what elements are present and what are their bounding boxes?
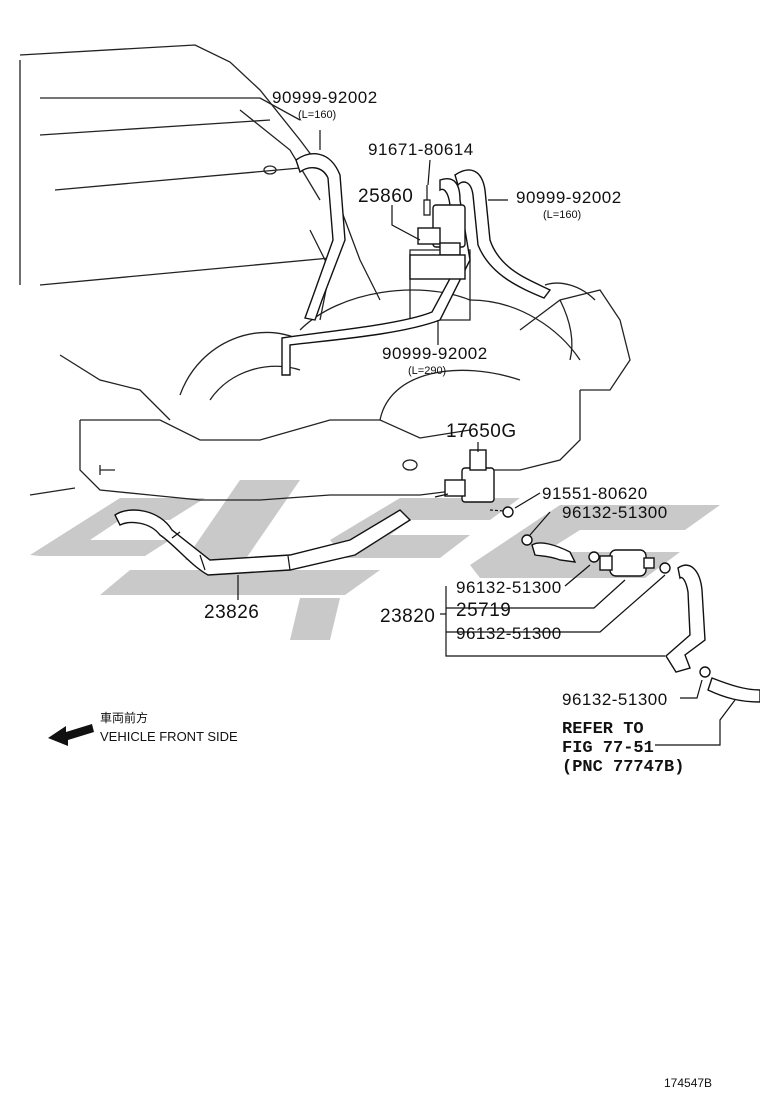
filter-25719 [609, 549, 647, 577]
upper-hoses [281, 153, 552, 376]
label-hose-top-right-length: (L=160) [543, 209, 581, 221]
label-hose-top-left: 90999-92002 [272, 88, 378, 107]
label-filter: 25719 [456, 600, 511, 621]
hose-23820 [521, 534, 760, 703]
label-vsv-top: 25860 [358, 186, 413, 207]
label-hose-mid: 90999-92002 [382, 344, 488, 363]
direction-label-jp: 車両前方 [100, 710, 148, 725]
label-bolt-top: 91671-80614 [368, 140, 474, 159]
vsv-lower [434, 449, 514, 518]
label-hose-top-right: 90999-92002 [516, 188, 622, 207]
drawing-number: 174547B [664, 1076, 712, 1090]
label-clamp-a: 96132-51300 [562, 503, 668, 522]
label-vsv-mid: 17650G [446, 421, 517, 442]
label-hose-top-left-length: (L=160) [298, 109, 336, 121]
label-hose-left: 23826 [204, 602, 259, 623]
label-clamp-d: 96132-51300 [562, 690, 668, 709]
label-clamp-b: 96132-51300 [456, 578, 562, 597]
reference-line-1: REFER TO [562, 720, 644, 739]
vsv-upper [409, 185, 466, 280]
vehicle-front-indicator: 車両前方 VEHICLE FRONT SIDE [48, 710, 238, 746]
leader-lines [237, 130, 736, 746]
label-clamp-c: 96132-51300 [456, 624, 562, 643]
label-bolt-mid: 91551-80620 [542, 484, 648, 503]
watermark-logo [30, 480, 720, 640]
label-hose-assy: 23820 [380, 606, 435, 627]
arrow-left-icon [48, 724, 94, 746]
reference-line-2: FIG 77-51 [562, 739, 654, 758]
label-hose-mid-length: (L=290) [408, 365, 446, 377]
engine-outline [19, 44, 631, 501]
hose-23826 [114, 509, 412, 576]
direction-label-en: VEHICLE FRONT SIDE [100, 729, 238, 744]
reference-line-3: (PNC 77747B) [562, 758, 684, 777]
